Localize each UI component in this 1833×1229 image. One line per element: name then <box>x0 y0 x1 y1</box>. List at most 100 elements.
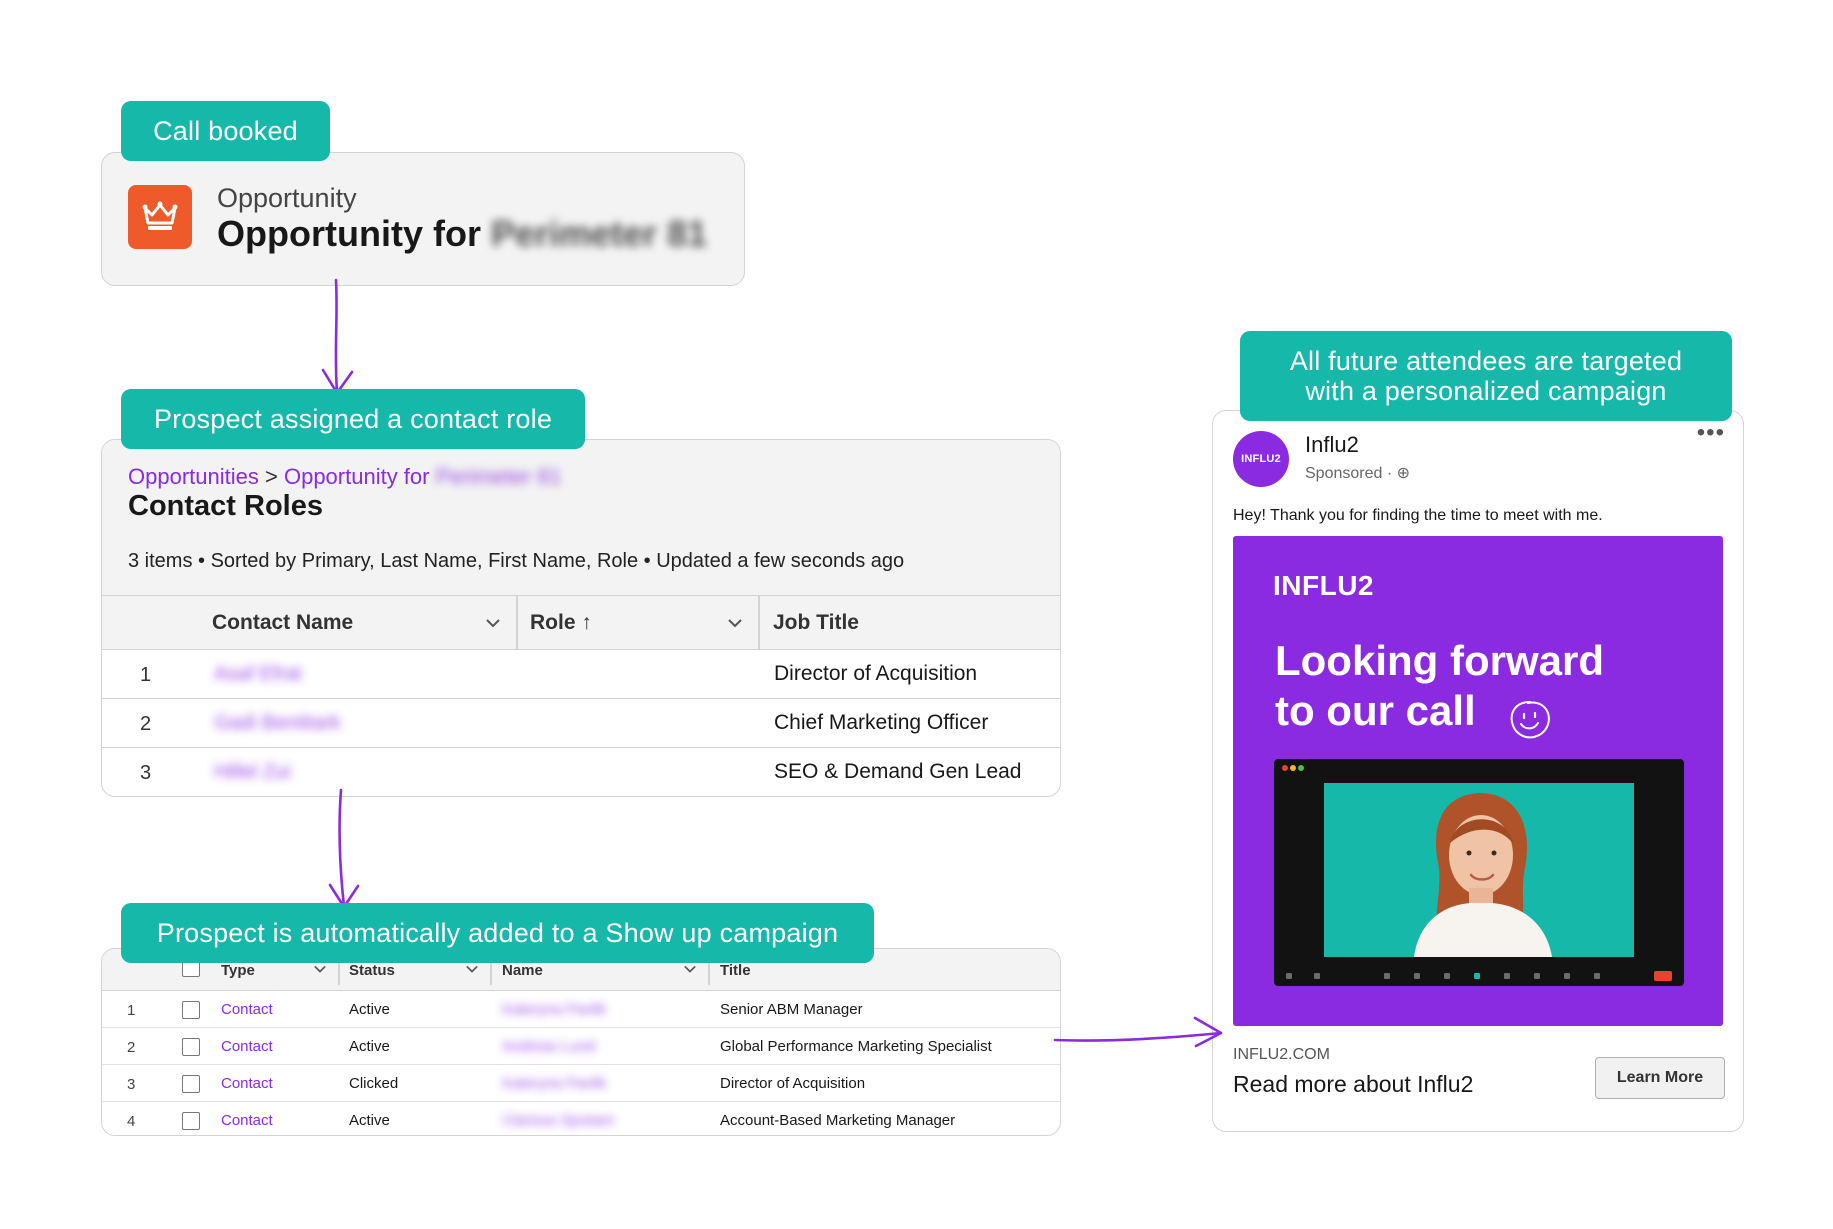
column-divider <box>490 955 492 985</box>
contact-name-link[interactable]: Asaf Efrat <box>214 663 302 685</box>
ad-cta-text[interactable]: Read more about Influ2 <box>1233 1071 1474 1097</box>
breadcrumb-account-name: Perimeter 81 <box>435 464 562 489</box>
table-row[interactable]: 1 Asaf Efrat Director of Acquisition <box>102 650 1060 699</box>
type-link[interactable]: Contact <box>221 1001 273 1018</box>
table-header: Contact Name Role ↑ Job Title <box>102 596 1060 650</box>
video-toolbar <box>1274 966 1684 986</box>
chevron-down-icon[interactable] <box>684 963 696 975</box>
polls-icon <box>1504 973 1510 979</box>
ad-url[interactable]: INFLU2.COM <box>1233 1046 1330 1063</box>
page-title: Contact Roles <box>128 490 323 522</box>
opportunity-title-prefix: Opportunity for <box>217 213 481 254</box>
ad-brand-name[interactable]: Influ2 <box>1305 432 1359 457</box>
column-divider <box>338 955 340 985</box>
campaign-members-card: Type Status Name Title 1 Contact Active … <box>101 948 1061 1136</box>
arrow-icon <box>338 788 346 908</box>
type-link[interactable]: Contact <box>221 1112 273 1129</box>
arrow-icon <box>334 278 339 394</box>
ad-message: Hey! Thank you for finding the time to m… <box>1233 507 1603 524</box>
opportunity-card[interactable]: Opportunity Opportunity for Perimeter 81 <box>101 152 745 286</box>
column-contact-name[interactable]: Contact Name <box>212 611 354 634</box>
label-call-booked: Call booked <box>121 101 330 161</box>
table-row[interactable]: 2 Gadi Bentitark Chief Marketing Officer <box>102 699 1060 748</box>
arrow-icon <box>1053 1031 1223 1042</box>
avatar[interactable]: INFLU2 <box>1233 431 1289 487</box>
chevron-down-icon[interactable] <box>466 963 478 975</box>
row-checkbox[interactable] <box>182 1001 200 1019</box>
end-call-button <box>1654 971 1672 981</box>
window-maximize-dot <box>1298 765 1304 771</box>
chevron-down-icon[interactable] <box>314 963 326 975</box>
reactions-icon <box>1594 973 1600 979</box>
table-row[interactable]: 2 Contact Active Andreas Lund Global Per… <box>102 1028 1060 1065</box>
list-meta: 3 items • Sorted by Primary, Last Name, … <box>128 550 905 572</box>
label-targeted: All future attendees are targeted with a… <box>1240 331 1732 421</box>
ad-creative[interactable]: INFLU2 Looking forward to our call <box>1233 536 1723 1026</box>
column-divider <box>708 955 710 985</box>
job-title: SEO & Demand Gen Lead <box>774 760 1022 783</box>
breadcrumb: Opportunities > Opportunity for Perimete… <box>128 464 562 490</box>
sponsored-ad-card[interactable]: INFLU2 Influ2 Sponsored · ⊕ ••• Hey! Tha… <box>1212 410 1744 1132</box>
member-name-link[interactable]: Clarissa Sjostam <box>502 1112 615 1129</box>
label-contact-role: Prospect assigned a contact role <box>121 389 585 449</box>
participant-video <box>1324 783 1634 957</box>
share-screen-icon <box>1474 973 1480 979</box>
member-name-link[interactable]: Kateryna Pavlik <box>502 1075 607 1092</box>
row-number: 1 <box>140 664 152 686</box>
column-status[interactable]: Status <box>349 961 395 979</box>
member-status: Active <box>349 1038 390 1055</box>
column-title[interactable]: Title <box>720 961 751 979</box>
row-number: 2 <box>127 1039 136 1056</box>
contact-name-link[interactable]: Hillel Zui <box>214 761 291 783</box>
member-status: Active <box>349 1112 390 1129</box>
table-row[interactable]: 3 Contact Clicked Kateryna Pavlik Direct… <box>102 1065 1060 1102</box>
video-call-window <box>1274 759 1684 986</box>
member-name-link[interactable]: Kateryna Pavlik <box>502 1001 607 1018</box>
sponsored-label: Sponsored · ⊕ <box>1305 465 1411 482</box>
table-row[interactable]: 4 Contact Active Clarissa Sjostam Accoun… <box>102 1102 1060 1135</box>
window-close-dot <box>1282 765 1288 771</box>
breadcrumb-opportunities[interactable]: Opportunities <box>128 464 259 489</box>
column-role[interactable]: Role ↑ <box>530 611 592 634</box>
opportunity-title[interactable]: Opportunity for Perimeter 81 <box>217 213 707 255</box>
creative-headline: Looking forward to our call <box>1275 637 1604 735</box>
breadcrumb-opportunity[interactable]: Opportunity for <box>283 464 430 489</box>
row-number: 4 <box>127 1113 136 1130</box>
type-link[interactable]: Contact <box>221 1075 273 1092</box>
row-number: 3 <box>140 762 152 784</box>
member-status: Active <box>349 1001 390 1018</box>
type-link[interactable]: Contact <box>221 1038 273 1055</box>
chevron-down-icon[interactable] <box>728 616 742 630</box>
contact-roles-card: Opportunities > Opportunity for Perimete… <box>101 439 1061 797</box>
row-checkbox[interactable] <box>182 1112 200 1130</box>
crown-icon <box>128 185 192 249</box>
security-icon <box>1384 973 1390 979</box>
member-name-link[interactable]: Andreas Lund <box>502 1038 596 1055</box>
participant-portrait <box>1414 793 1552 957</box>
job-title: Chief Marketing Officer <box>774 711 989 734</box>
member-title: Director of Acquisition <box>720 1075 866 1092</box>
table-row[interactable]: 3 Hillel Zui SEO & Demand Gen Lead <box>102 748 1060 796</box>
learn-more-button[interactable]: Learn More <box>1595 1057 1725 1099</box>
member-title: Global Performance Marketing Specialist <box>720 1038 992 1055</box>
contact-name-link[interactable]: Gadi Bentitark <box>214 712 341 734</box>
label-show-up-campaign: Prospect is automatically added to a Sho… <box>121 903 874 963</box>
opportunity-label: Opportunity <box>217 183 357 213</box>
row-number: 2 <box>140 713 152 735</box>
column-job-title[interactable]: Job Title <box>773 611 859 634</box>
row-checkbox[interactable] <box>182 1038 200 1056</box>
column-type[interactable]: Type <box>221 961 255 979</box>
row-number: 3 <box>127 1076 136 1093</box>
column-name[interactable]: Name <box>502 961 543 979</box>
contact-roles-table: Contact Name Role ↑ Job Title 1 Asaf Efr… <box>102 596 1060 796</box>
row-checkbox[interactable] <box>182 1075 200 1093</box>
chat-icon <box>1444 973 1450 979</box>
member-title: Account-Based Marketing Manager <box>720 1112 956 1129</box>
chevron-down-icon[interactable] <box>486 616 500 630</box>
apps-icon <box>1564 973 1570 979</box>
participants-icon <box>1414 973 1420 979</box>
column-divider <box>758 596 760 650</box>
table-row[interactable]: 1 Contact Active Kateryna Pavlik Senior … <box>102 991 1060 1028</box>
label-targeted-text: All future attendees are targeted with a… <box>1289 345 1683 406</box>
more-options-icon[interactable]: ••• <box>1696 419 1725 446</box>
